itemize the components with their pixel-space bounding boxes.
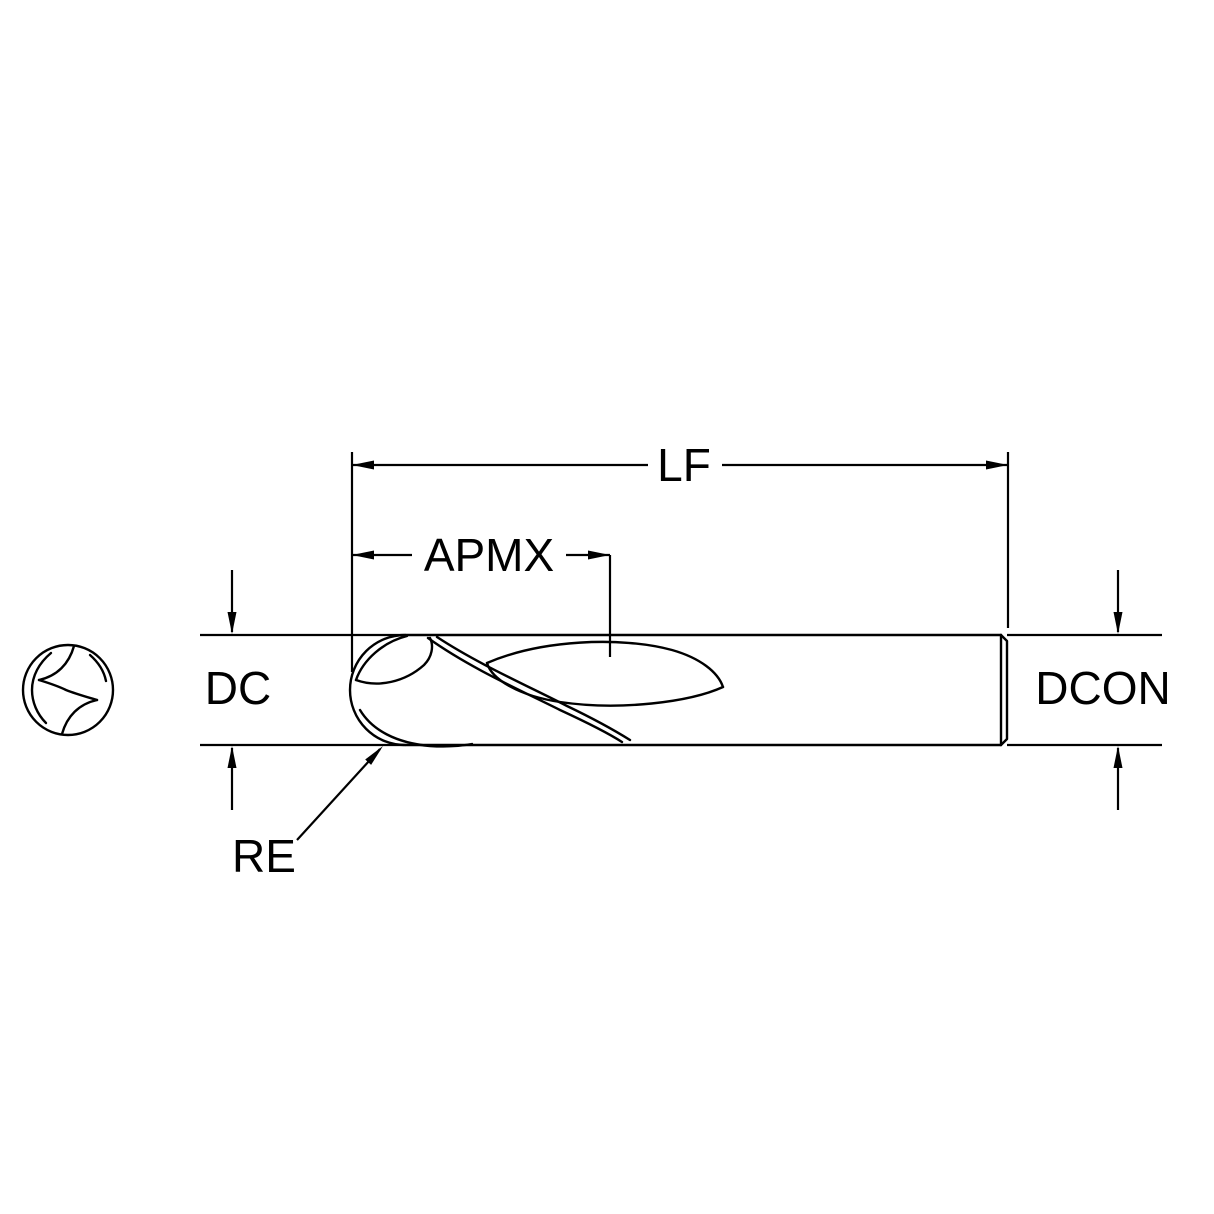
spiral-flute-edge-b — [435, 635, 632, 742]
dim-dcon: DCON — [1007, 570, 1171, 810]
re-arrow — [365, 746, 383, 765]
end-view — [21, 643, 115, 737]
dcon-arrow-top — [1113, 612, 1123, 634]
lf-label: LF — [657, 439, 711, 491]
end-view-flute-edge-bottom — [60, 698, 99, 736]
ball-face-upper-edge — [354, 634, 409, 682]
lf-arrow-right — [986, 460, 1008, 470]
ball-nose-outline — [348, 633, 407, 747]
dc-arrow-top — [227, 612, 237, 634]
flute-lens-bottom-edge — [485, 661, 725, 707]
dc-label: DC — [205, 662, 271, 714]
dcon-arrow-bottom — [1113, 746, 1123, 768]
dim-re: RE — [232, 746, 383, 882]
flute-lens-top-edge — [485, 640, 725, 689]
re-label: RE — [232, 830, 296, 882]
end-view-center-edge — [37, 678, 99, 702]
end-view-left-relief-arc — [30, 651, 53, 725]
apmx-arrow-left — [352, 550, 374, 560]
re-leader-line — [296, 748, 381, 841]
ball-heel-curve — [358, 708, 474, 748]
dim-dc: DC — [200, 570, 404, 810]
dcon-label: DCON — [1035, 662, 1170, 714]
lf-arrow-left — [352, 460, 374, 470]
shank-end-chamfer — [999, 633, 1009, 747]
dc-arrow-bottom — [227, 746, 237, 768]
side-view — [348, 633, 1009, 748]
spiral-flute-edge-a — [426, 636, 624, 744]
apmx-arrow-right — [588, 550, 610, 560]
dim-apmx: APMX — [352, 529, 612, 657]
end-view-outline — [21, 643, 115, 737]
end-view-right-relief-arc — [88, 653, 108, 683]
end-view-flute-edge-top — [37, 644, 76, 682]
ball-face-lower-edge — [354, 636, 434, 685]
apmx-label: APMX — [424, 529, 554, 581]
